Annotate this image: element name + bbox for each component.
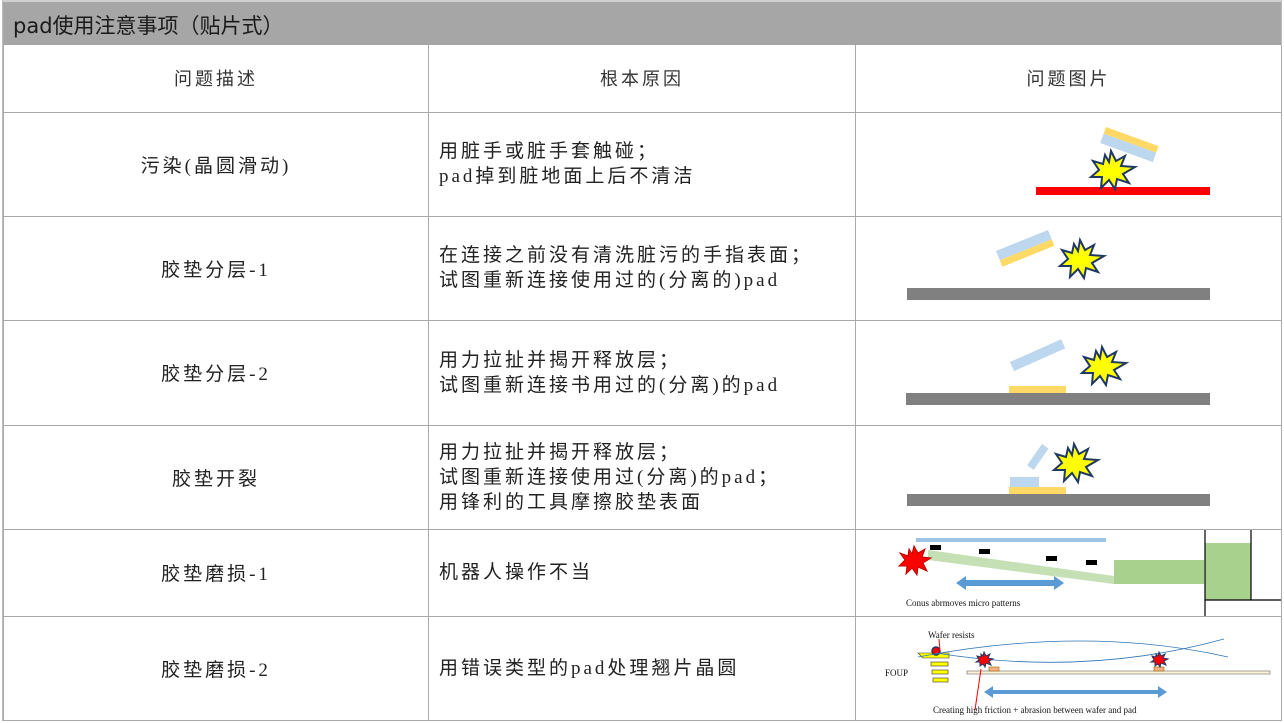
root-cause-line: 试图重新连接书用过的(分离)的pad <box>439 374 781 396</box>
surface-bar <box>907 493 1210 506</box>
problem-description: 污染(晶圆滑动) <box>3 111 429 217</box>
micro-pattern <box>1086 559 1097 565</box>
dirty-floor-bar <box>1036 186 1210 195</box>
micro-pattern <box>1046 555 1057 561</box>
robot-body <box>1205 542 1251 600</box>
burst-icon <box>1057 236 1108 281</box>
surface-bar <box>906 392 1210 405</box>
pad-fragment <box>1027 443 1049 470</box>
root-cause-line: 在连接之前没有清洗脏污的手指表面； <box>439 245 814 266</box>
header-problem-description: 问题描述 <box>3 45 429 113</box>
red-burst-icon <box>897 544 933 576</box>
root-cause-line: 用力拉扯并揭开释放层； <box>439 349 682 371</box>
table-header-row: 问题描述 根本原因 问题图片 <box>3 45 1282 113</box>
problem-description: 胶垫分层-1 <box>3 215 429 321</box>
root-cause-line: 用错误类型的pad处理翘片晶圆 <box>439 657 740 679</box>
double-arrow-icon <box>984 685 1167 698</box>
release-liner <box>1010 338 1066 371</box>
root-cause: 用力拉扯并揭开释放层； 试图重新连接使用过(分离)的pad； 用锋利的工具摩擦胶… <box>428 424 856 530</box>
wear-1-diagram: Conus abrmoves micro patterns <box>897 530 1281 615</box>
problem-description: 胶垫分层-2 <box>3 319 429 426</box>
problem-description: 胶垫开裂 <box>3 424 429 530</box>
page-title: pad使用注意事项（贴片式） <box>13 14 284 38</box>
red-burst-icon <box>1149 650 1170 668</box>
contamination-diagram <box>1036 126 1210 195</box>
problem-image-cell: Wafer resists FOUP <box>855 615 1282 721</box>
root-cause: 机器人操作不当 <box>428 528 856 617</box>
wafer-line <box>916 537 1106 542</box>
problem-description: 胶垫磨损-2 <box>3 615 429 721</box>
robot-arm-base <box>1114 559 1204 584</box>
pad-rail <box>966 670 1271 674</box>
precautions-table: 问题描述 根本原因 问题图片 污染(晶圆滑动) 用脏手或脏手套触碰； pad掉到… <box>3 45 1282 721</box>
root-cause-line: 试图重新连接使用过(分离)的pad； <box>439 466 781 488</box>
delamination-2-diagram <box>906 338 1210 405</box>
table-row: 胶垫分层-1 在连接之前没有清洗脏污的手指表面； 试图重新连接使用过的(分离的)… <box>3 215 1282 321</box>
pad-icon <box>1100 126 1159 162</box>
root-cause-line: 用力拉扯并揭开释放层； <box>439 441 682 463</box>
title-bar: pad使用注意事项（贴片式） <box>3 0 1281 45</box>
caption: Creating high friction + abrasion betwee… <box>933 705 1137 715</box>
pad-icon <box>996 229 1055 267</box>
adhesive-layer <box>1009 486 1066 494</box>
burst-icon <box>1088 147 1139 192</box>
root-cause: 用错误类型的pad处理翘片晶圆 <box>428 615 856 721</box>
problem-image-cell <box>855 319 1282 426</box>
root-cause-line: 用脏手或脏手套触碰； <box>439 141 660 162</box>
micro-pattern <box>930 544 941 550</box>
wafer-resists-label: Wafer resists <box>928 630 975 640</box>
table-row: 胶垫磨损-1 机器人操作不当 Conus abrmov <box>3 528 1282 617</box>
foup-label: FOUP <box>885 668 908 678</box>
robot-arm <box>928 549 1114 584</box>
problem-image-cell <box>855 215 1282 321</box>
caption: Conus abrmoves micro patterns <box>906 598 1021 608</box>
delamination-1-diagram <box>907 229 1210 300</box>
warped-wafer <box>917 640 1229 657</box>
adhesive-layer <box>1009 385 1066 393</box>
table-row: 胶垫开裂 用力拉扯并揭开释放层； 试图重新连接使用过(分离)的pad； 用锋利的… <box>3 424 1282 530</box>
burst-icon <box>1051 440 1102 485</box>
red-burst-icon <box>974 650 995 668</box>
burst-icon <box>1079 343 1130 388</box>
table-row: 胶垫分层-2 用力拉扯并揭开释放层； 试图重新连接书用过的(分离)的pad <box>3 319 1282 426</box>
root-cause: 在连接之前没有清洗脏污的手指表面； 试图重新连接使用过的(分离的)pad <box>428 215 856 321</box>
pad-fragment <box>1010 476 1039 487</box>
wear-2-diagram: Wafer resists FOUP <box>885 630 1271 715</box>
header-root-cause: 根本原因 <box>428 45 856 113</box>
root-cause: 用力拉扯并揭开释放层； 试图重新连接书用过的(分离)的pad <box>428 319 856 426</box>
root-cause-line: 试图重新连接使用过的(分离的)pad <box>439 270 781 291</box>
double-arrow-icon <box>956 575 1064 590</box>
problem-image-cell <box>855 424 1282 530</box>
pad-crack-diagram <box>907 440 1210 506</box>
table-row: 污染(晶圆滑动) 用脏手或脏手套触碰； pad掉到脏地面上后不清洁 <box>3 111 1282 217</box>
root-cause-line: 用锋利的工具摩擦胶垫表面 <box>439 491 704 513</box>
header-problem-image: 问题图片 <box>855 45 1282 113</box>
problem-description: 胶垫磨损-1 <box>3 528 429 617</box>
surface-bar <box>907 287 1210 300</box>
root-cause: 用脏手或脏手套触碰； pad掉到脏地面上后不清洁 <box>428 111 856 217</box>
root-cause-line: 机器人操作不当 <box>439 562 594 583</box>
micro-pattern <box>979 548 990 554</box>
problem-image-cell <box>855 111 1282 217</box>
problem-image-cell: Conus abrmoves micro patterns <box>855 528 1282 617</box>
root-cause-line: pad掉到脏地面上后不清洁 <box>439 166 696 187</box>
table-row: 胶垫磨损-2 用错误类型的pad处理翘片晶圆 Wafer resists FOU… <box>3 615 1282 721</box>
